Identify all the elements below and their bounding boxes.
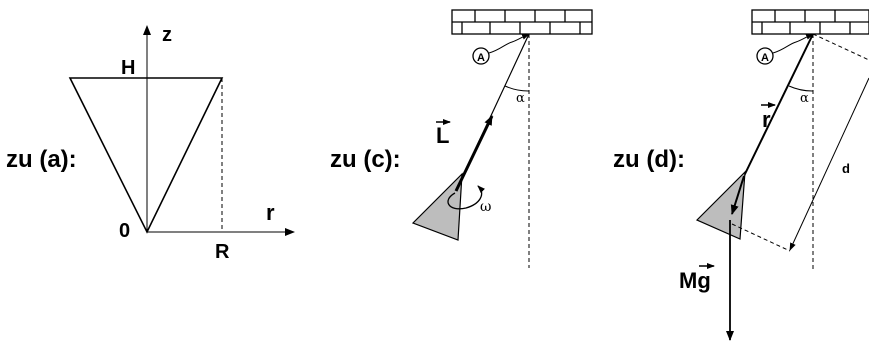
angle-label-d: α	[800, 91, 809, 106]
distance-line	[789, 77, 869, 251]
point-a-marker-d	[756, 47, 774, 65]
cone-d	[695, 170, 746, 240]
point-a-label-d: A	[761, 52, 769, 64]
z-axis-label: z	[162, 24, 172, 46]
point-a-pointer-d	[772, 33, 814, 54]
panel-d-caption: zu (d):	[613, 146, 685, 173]
angle-arc-d	[788, 85, 814, 92]
gravity-force-label: Mg	[679, 268, 711, 293]
cone-c	[411, 172, 463, 241]
angular-momentum-vector	[454, 115, 494, 192]
position-vector	[743, 33, 814, 177]
ceiling-bricks-d	[751, 9, 869, 35]
rotation-arrow	[447, 185, 486, 210]
panel-c: zu (c): A α L	[330, 9, 593, 268]
panel-a-caption: zu (a):	[6, 146, 77, 173]
angle-label-c: α	[516, 91, 525, 106]
cone-cross-section	[68, 77, 224, 234]
lever-dashed-bottom	[731, 223, 791, 252]
panel-c-caption: zu (c):	[330, 146, 401, 173]
origin-label: 0	[119, 220, 130, 242]
ceiling-bricks-c	[451, 9, 593, 35]
point-a-label-c: A	[477, 52, 485, 64]
angle-arc-c	[504, 85, 530, 92]
height-label: H	[121, 57, 135, 79]
panel-d: zu (d): A r α	[613, 9, 869, 341]
r-axis-label: r	[266, 200, 275, 225]
lever-dashed-top	[812, 33, 869, 61]
point-a-pointer-c	[488, 33, 530, 54]
point-a-marker-c	[472, 47, 490, 65]
panel-a: zu (a): z r H 0 R	[6, 24, 295, 263]
radius-label: R	[215, 241, 230, 263]
center-of-mass-arrow	[730, 175, 745, 215]
angular-momentum-label: L	[436, 123, 449, 148]
rotation-label: ω	[480, 199, 491, 215]
distance-label: d	[842, 161, 850, 176]
position-vector-label: r	[762, 107, 771, 132]
